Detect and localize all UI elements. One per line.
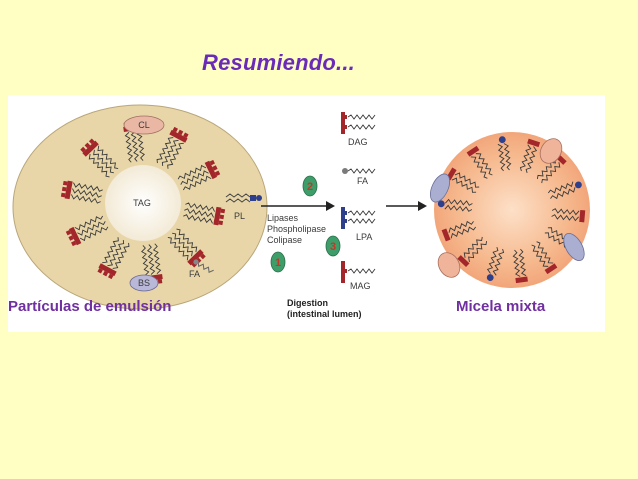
micelle-protein-3 [437, 252, 461, 278]
caption-mixed-micelle: Micela mixta [456, 298, 546, 315]
tag-molecule [80, 138, 119, 178]
tag-molecule [156, 126, 189, 169]
micelle-lipid [519, 138, 541, 173]
product-lpa: LPA [356, 232, 372, 242]
enzyme-lipases: Lipases [267, 213, 299, 223]
digestion-products [341, 112, 376, 283]
product-fa: FA [357, 176, 368, 186]
tag-label: TAG [133, 198, 151, 208]
tag-core [105, 165, 181, 241]
caption-emulsion-particles: Partículas de emulsión [8, 298, 172, 315]
step-3-label: 3 [330, 241, 336, 253]
product-mag: MAG [350, 281, 371, 291]
micelle-lipid [512, 248, 528, 284]
pl-label: PL [234, 211, 245, 221]
tag-molecule [60, 180, 103, 204]
step-2-label: 2 [307, 181, 313, 193]
digestion-diagram: CL TAG BS PL FA Lipases Phospholipase Co… [8, 95, 605, 332]
micelle-protein-1 [539, 138, 563, 164]
step-1-label: 1 [275, 257, 281, 269]
digestion-arrow [261, 201, 335, 211]
digestion-label: Digestion [287, 298, 328, 308]
enzyme-phospholipase: Phospholipase [267, 224, 326, 234]
lpa-molecule [341, 207, 376, 229]
micelle-arrow [386, 201, 427, 211]
micelle-lipid [441, 220, 477, 242]
fa-molecule [193, 259, 214, 273]
fa-label: FA [189, 269, 200, 279]
pl-molecule [225, 193, 262, 203]
micelle-lipid [547, 181, 582, 200]
micelle-protein-4 [563, 233, 585, 261]
tag-molecule [65, 215, 109, 247]
step-badge-1: 1 [270, 251, 286, 273]
tag-molecule [183, 202, 226, 226]
enzyme-colipase: Colipase [267, 235, 302, 245]
step-badge-2: 2 [302, 175, 318, 197]
fa-product-molecule [342, 168, 376, 174]
micelle-lipid [466, 145, 493, 179]
micelle-lipid [486, 247, 505, 281]
cl-label: CL [138, 120, 150, 130]
dag-molecule [341, 112, 376, 134]
diagram-svg: CL TAG BS PL FA Lipases Phospholipase Co… [12, 104, 590, 319]
product-dag: DAG [348, 137, 368, 147]
cl-protein [123, 115, 165, 135]
mag-molecule [341, 261, 376, 283]
micelle-lipid [551, 208, 586, 223]
bs-label: BS [138, 278, 150, 288]
step-badge-3: 3 [325, 235, 341, 257]
micelle-protein-2 [429, 173, 451, 203]
tag-molecule [177, 159, 221, 191]
micelle-lipid [531, 241, 558, 275]
digestion-sublabel: (intestinal lumen) [287, 309, 362, 319]
micelle-lipid [437, 198, 473, 212]
micelle-lipid [457, 236, 488, 268]
bs-salt [129, 274, 159, 292]
tag-molecule [97, 237, 130, 280]
slide-title: Resumiendo... [202, 50, 355, 75]
micelle-lipid [497, 136, 512, 172]
